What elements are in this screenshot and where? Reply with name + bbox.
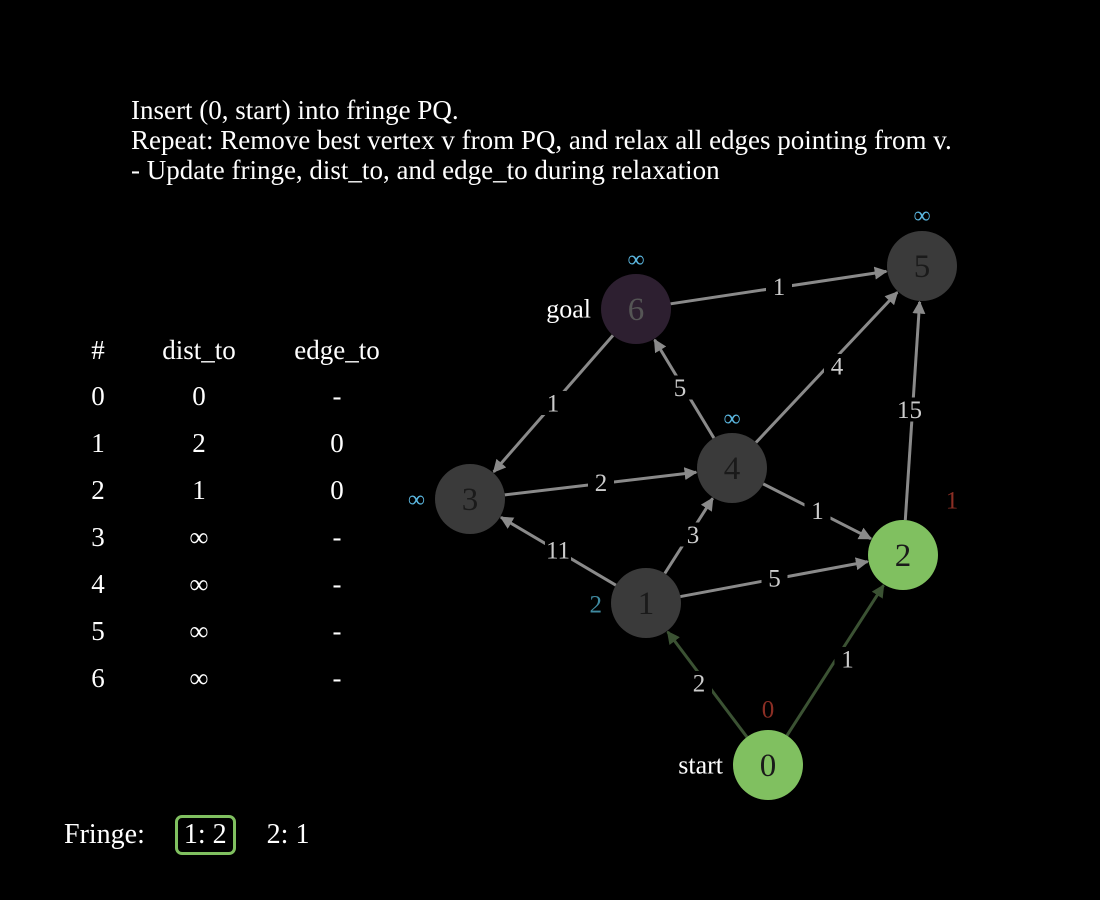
node-circle [601,274,671,344]
edge-label-background [680,522,706,547]
table-header-row: # dist_to edge_to [55,327,417,373]
edge-label-background [896,397,923,422]
edge-label-background [540,391,566,415]
distance-table: # dist_to edge_to 0 0 - 1 2 0 2 1 0 3 ∞ … [55,327,417,702]
node-label: 5 [914,249,931,285]
table-row: 0 0 - [55,373,417,420]
node-tag-label: goal [546,295,591,324]
edge-label-background [686,671,712,695]
node-6: 6 ∞ goal [546,247,671,344]
edge-weight-label: 1 [547,391,560,418]
node-distance-label: 1 [946,488,959,515]
node-label: 4 [724,451,741,487]
row-index: 1 [91,428,105,458]
edge-weight-label: 1 [811,498,824,525]
node-2: 21 [868,488,959,590]
row-index: 3 [91,522,105,552]
edge-label-background [761,566,788,590]
edge-weight-label: 2 [693,671,706,698]
node-distance-label: ∞ [913,203,930,229]
node-tag-label: start [678,751,724,780]
row-index: 0 [91,381,105,411]
node-0: 0 0 start [678,697,803,800]
node-label: 3 [462,482,479,518]
edge-weight-label: 5 [768,566,781,593]
node-label: 0 [760,748,777,784]
row-edge-to: - [332,522,342,552]
row-dist-to: 2 [192,428,206,458]
row-index: 5 [91,616,105,646]
edge-weight-label: 3 [687,522,700,549]
table-row: 2 1 0 [55,467,417,514]
row-edge-to: - [332,381,342,411]
node-circle [697,433,767,503]
row-dist-to: ∞ [189,569,209,599]
edge-weight-label: 5 [674,375,687,402]
node-distance-label: 2 [590,592,603,619]
node-distance-label: ∞ [723,406,740,432]
row-edge-to: 0 [330,428,344,458]
table-row: 3 ∞ - [55,514,417,561]
node-distance-label: ∞ [408,487,425,513]
instructions: Insert (0, start) into fringe PQ. Repeat… [131,95,952,185]
row-edge-to: - [332,663,342,693]
instruction-line-2: Repeat: Remove best vertex v from PQ, an… [131,125,952,155]
node-5: 5∞ [887,203,957,301]
table-row: 5 ∞ - [55,608,417,655]
row-dist-to: ∞ [189,663,209,693]
node-circle [733,730,803,800]
column-header-index: # [91,334,105,365]
table-row: 6 ∞ - [55,655,417,702]
node-1: 12 [590,568,681,638]
edge-weight-label: 1 [773,274,786,301]
node-distance-label: 0 [762,697,775,724]
row-edge-to: - [332,616,342,646]
instruction-line-1: Insert (0, start) into fringe PQ. [131,95,459,125]
table-row: 1 2 0 [55,420,417,467]
fringe-item: 2: 1 [266,819,310,850]
edge-label-background [834,647,861,671]
edge-label-background [824,354,850,378]
node-label: 2 [895,538,912,574]
row-dist-to: ∞ [189,616,209,646]
instruction-line-3: - Update fringe, dist_to, and edge_to du… [131,155,720,185]
row-index: 2 [91,475,105,505]
table-row: 4 ∞ - [55,561,417,608]
node-circle [435,464,505,534]
column-header-edge-to: edge_to [294,334,380,365]
row-dist-to: 1 [192,475,206,505]
column-header-dist-to: dist_to [162,334,236,365]
row-edge-to: 0 [330,475,344,505]
edge-label-background [667,375,693,400]
node-4: 4∞ [697,406,767,503]
node-label: 1 [638,586,655,622]
node-distance-label: ∞ [627,247,644,273]
fringe-label: Fringe: [64,819,145,850]
edge-weight-label: 1 [841,647,854,674]
row-index: 4 [91,569,105,599]
node-circle [868,520,938,590]
node-circle [887,231,957,301]
edge-weight-label: 15 [897,397,922,424]
fringe-item: 1: 2 [174,815,236,855]
node-circle [611,568,681,638]
edge-weight-label: 11 [546,538,570,565]
row-edge-to: - [332,569,342,599]
row-dist-to: ∞ [189,522,209,552]
row-dist-to: 0 [192,381,206,411]
row-index: 6 [91,663,105,693]
node-label: 6 [628,292,645,328]
edge-label-background [766,274,792,299]
edge-weight-label: 4 [831,354,844,381]
edge-label-background [588,470,614,495]
node-3: 3∞ [408,464,505,534]
edge-weight-label: 2 [595,470,608,497]
fringe: Fringe: 1: 2 2: 1 [64,815,340,855]
edge-label-background [545,538,571,562]
edge-label-background [804,498,831,523]
